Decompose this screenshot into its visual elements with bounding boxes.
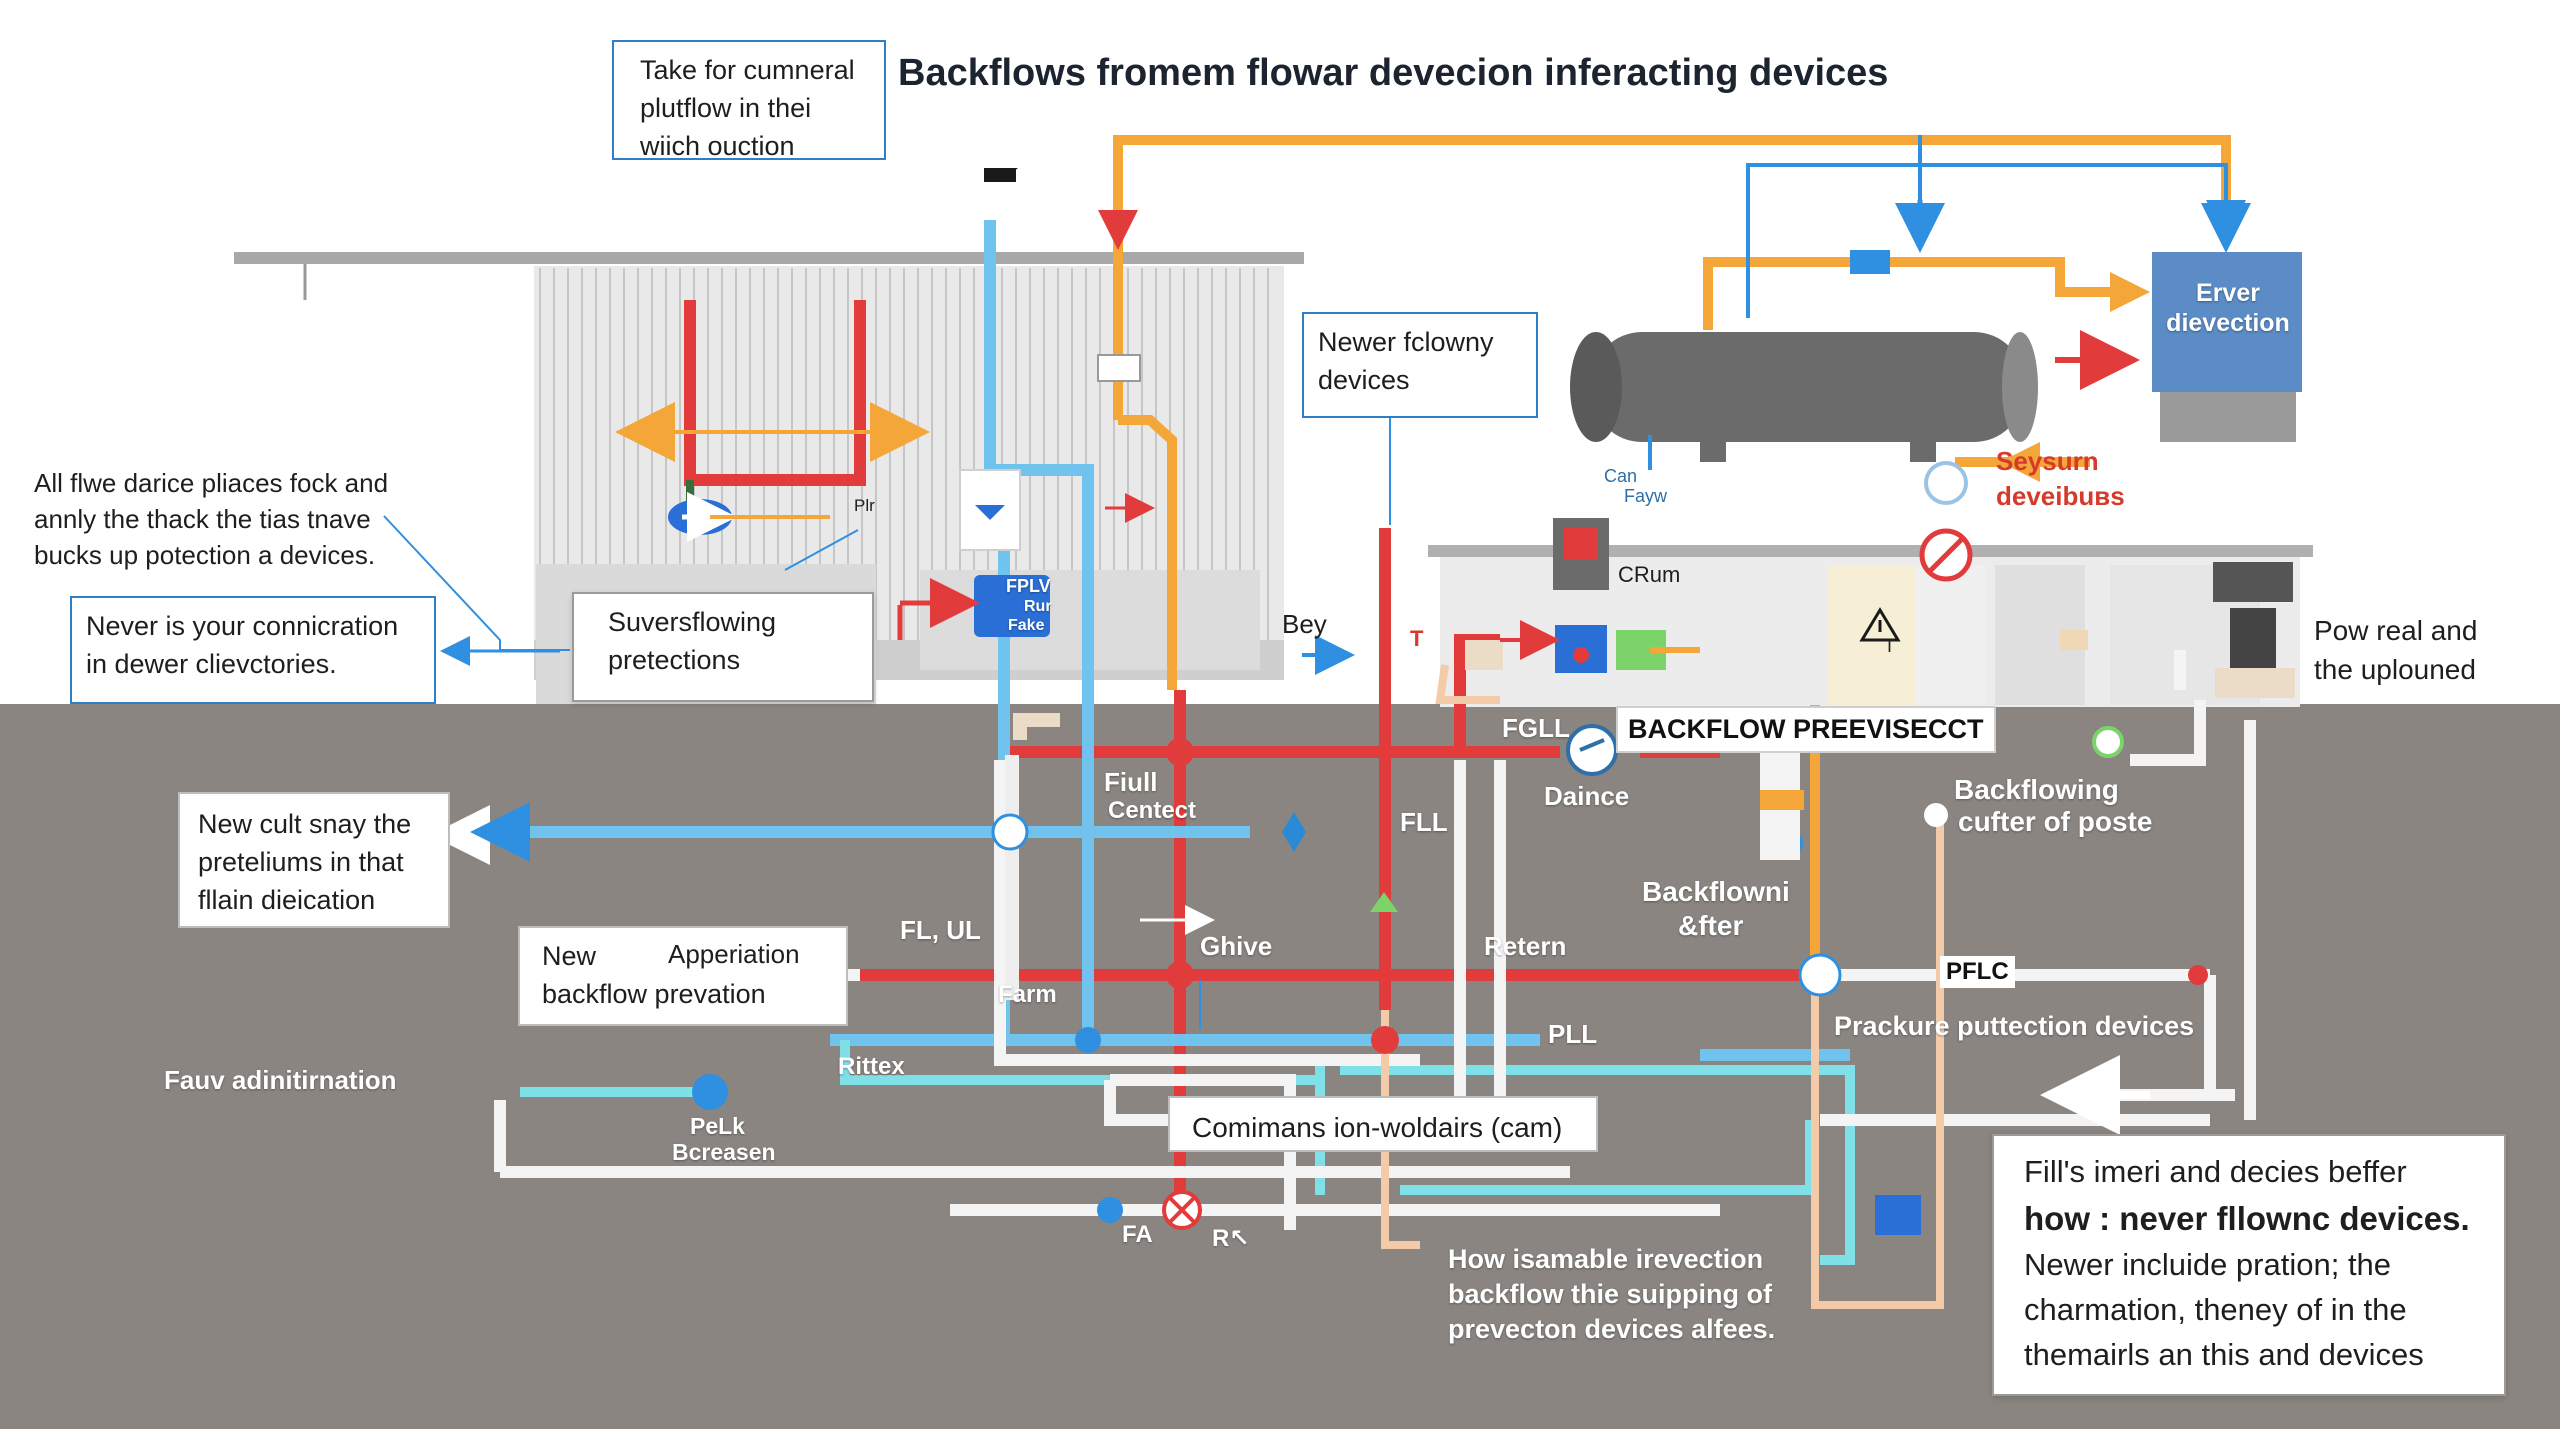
backflow-preventer-tag: BACKFLOW PREEVISECCT [1616, 706, 1996, 753]
communications-box: Comimans ion-woldairs (cam) [1168, 1096, 1598, 1152]
left-note-1: All flwe darice pliaces fock and annly t… [34, 466, 388, 574]
left-box-3: New backflow prevation [518, 926, 848, 1026]
right-note-line-2: the uplouned [2314, 653, 2476, 685]
seysurn-label-line-1: Seysurn [1996, 446, 2099, 476]
center-box-1-line-1: Suversflowing [608, 607, 777, 637]
label-fgll: FGLL [1502, 713, 1570, 743]
label-ghive: Ghive [1200, 931, 1273, 961]
left-box-2: New cult snay the preteliums in that fll… [178, 792, 450, 928]
label-fll: FLL [1400, 807, 1448, 837]
left-box-1: Never is your connicration in dewer clie… [70, 596, 436, 704]
label-t: T [1410, 626, 1424, 651]
label-bcreasen: Bcreasen [672, 1139, 776, 1165]
label-after: &fter [1678, 910, 1744, 941]
server-unit [2152, 252, 2302, 442]
label-fauv: Fauv adinitirnation [164, 1065, 397, 1095]
left-box-2-line-3: fllain dieication [198, 884, 376, 915]
inline-valve [1850, 250, 1890, 274]
white-pipes [494, 650, 2256, 1230]
bottom-right-box: Fill's imeri and decies beffer how : nev… [1992, 1134, 2506, 1396]
label-plr: Plr [854, 496, 875, 515]
left-box-3-line-2: backflow prevation [542, 978, 766, 1009]
left-box-3-line-1: New [542, 941, 597, 971]
bottom-right-box-line-1: Fill's imeri and decies beffer [2024, 1154, 2407, 1189]
left-box-2-line-1: New cult snay the [198, 809, 412, 839]
diagram-title: Backflows fromem flowar devecion inferac… [898, 52, 1889, 94]
label-backflowing: Backflowing [1954, 774, 2119, 805]
center-box-1-line-2: pretections [608, 644, 741, 675]
right-note: Pow real and the uplouned [2314, 612, 2477, 689]
bottom-right-box-line-5: themairls an this and devices [2024, 1336, 2424, 1372]
label-fake: Fake [1008, 617, 1045, 634]
cyan-pipes [520, 1040, 1855, 1265]
left-note-1-line-2: annly the thack the tias tnave [34, 503, 371, 534]
flow-direction-badge [668, 492, 737, 542]
label-centect: Centect [1108, 797, 1197, 824]
left-box-3-right-label: Apperiation [668, 939, 800, 969]
server-label-line-1: Erver [2196, 279, 2260, 307]
right-note-line-1: Pow real and [2314, 615, 2478, 646]
top-note-line-2: plutflow in thei [640, 92, 812, 123]
bottom-center-note-line-2: backflow thie suipping of [1448, 1279, 1772, 1310]
label-fa: FA [1122, 1221, 1153, 1248]
bottom-center-note: How isamable irevection backflow thie su… [1448, 1242, 1775, 1347]
label-fayw: Fayw [1624, 486, 1668, 506]
label-bey: Bey [1282, 609, 1327, 639]
top-note-line-3: wiich ouction [640, 130, 795, 161]
label-crum: CRum [1618, 562, 1681, 587]
top-note-box: Take for cumneral plutflow in thei wiich… [612, 40, 886, 161]
seysurn-label-line-2: deveibuʙs [1996, 481, 2125, 512]
label-prackure: Prackure puttection devices [1834, 1011, 2195, 1041]
seysurn-label: Seysurn deveibuʙs [1996, 444, 2125, 514]
center-box-2-line-2: devices [1318, 364, 1410, 395]
left-box-1-line-2: in dewer clievctories. [86, 648, 337, 679]
warning-label: T [1884, 636, 1895, 656]
center-box-1: Suversflowing pretections [572, 592, 874, 702]
blue-control-unit [974, 575, 1050, 637]
left-box-2-line-2: preteliums in that [198, 846, 404, 877]
pflc-tag: PFLC [1940, 956, 2015, 988]
left-note-1-line-1: All flwe darice pliaces fock and [34, 468, 389, 498]
top-note-line-1: Take for cumneral [640, 55, 855, 85]
server-label-line-2: dievection [2166, 309, 2290, 337]
label-fiull: Fiull [1104, 767, 1158, 797]
label-flul: FL, UL [900, 915, 981, 945]
label-farm: Farm [998, 981, 1057, 1008]
bottom-right-box-line-3: Newer incluide pration; the [2024, 1246, 2392, 1282]
junction-nodes [692, 726, 2208, 1223]
server-label: Erver dievection [2158, 278, 2298, 338]
storage-tank [1570, 332, 2038, 462]
label-can: Can [1604, 466, 1638, 486]
label-backflowni: Backflowni [1642, 876, 1790, 907]
bottom-right-box-line-4: charmation, theney of in the [2024, 1291, 2407, 1327]
center-box-2-line-1: Newer fclowny [1318, 327, 1494, 357]
center-box-2: Newer fclowny devices [1302, 312, 1538, 418]
orange-arrows [615, 402, 930, 519]
bottom-right-box-line-2: how : never fllownc devices. [2024, 1199, 2470, 1237]
left-box-1-line-1: Never is your connicration [86, 611, 399, 641]
bottom-center-note-line-3: prevecton devices alfees. [1448, 1314, 1776, 1345]
label-rittex: Rittex [838, 1053, 905, 1080]
label-pelk: PeLk [690, 1113, 745, 1139]
label-daince: Daince [1544, 781, 1630, 811]
left-note-1-line-3: bucks up potection a devices. [34, 539, 376, 570]
label-rur: Rur [1024, 598, 1052, 615]
label-retern: Retern [1484, 931, 1567, 961]
label-rk: R↖ [1212, 1225, 1250, 1252]
label-pll: PLL [1548, 1019, 1598, 1049]
warning-sign [1859, 607, 1901, 642]
label-cufter: cufter of poste [1958, 806, 2153, 837]
peach-pipes [1381, 664, 1944, 1309]
label-fplv: FPLV [1006, 576, 1051, 596]
bottom-center-note-line-1: How isamable irevection [1448, 1244, 1764, 1274]
